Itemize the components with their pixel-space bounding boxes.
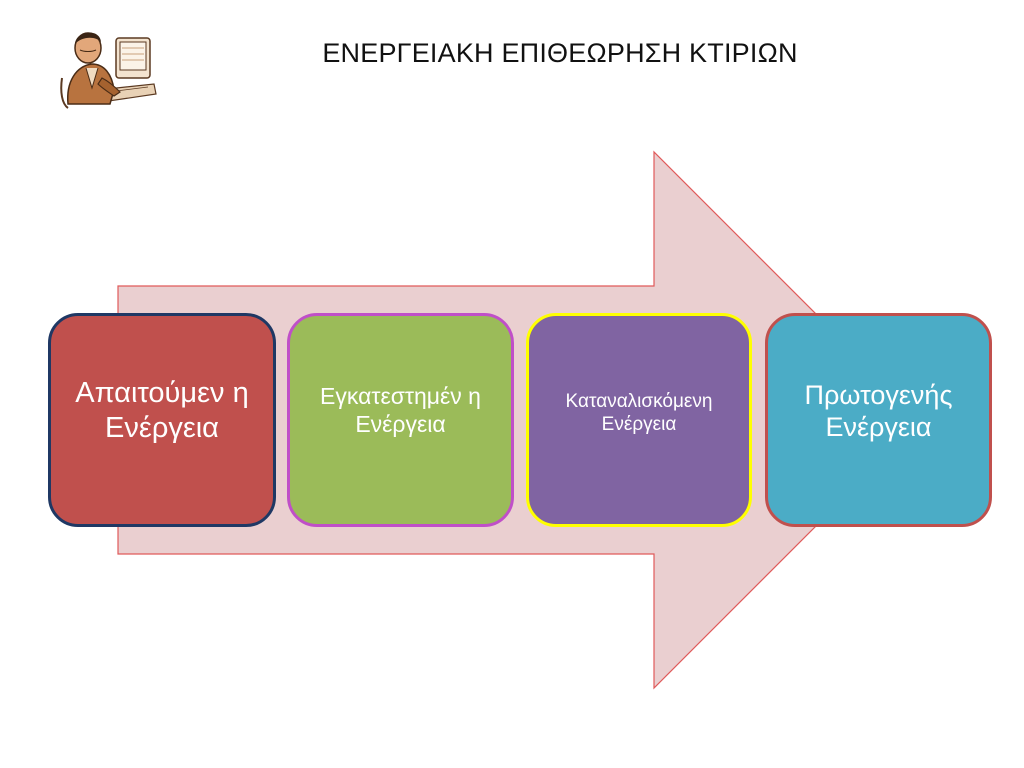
step-primary-energy: Πρωτογενής Ενέργεια — [765, 313, 992, 527]
step-required-energy: Απαιτούμεν η Ενέργεια — [48, 313, 276, 527]
arrow-shape — [117, 150, 923, 690]
man-at-computer-icon — [60, 32, 157, 109]
page-title: ΕΝΕΡΓΕΙΑΚΗ ΕΠΙΘΕΩΡΗΣΗ ΚΤΙΡΙΩΝ — [322, 38, 798, 68]
step-label: Πρωτογενής Ενέργεια — [804, 379, 953, 442]
step-label: Εγκατεστημέν η Ενέργεια — [320, 383, 481, 437]
step-label: Απαιτούμεν η Ενέργεια — [75, 377, 249, 444]
step-consumed-energy: Καταναλισκόμενη Ενέργεια — [526, 313, 752, 527]
step-label: Καταναλισκόμενη Ενέργεια — [565, 391, 713, 435]
step-installed-energy: Εγκατεστημέν η Ενέργεια — [287, 313, 514, 527]
